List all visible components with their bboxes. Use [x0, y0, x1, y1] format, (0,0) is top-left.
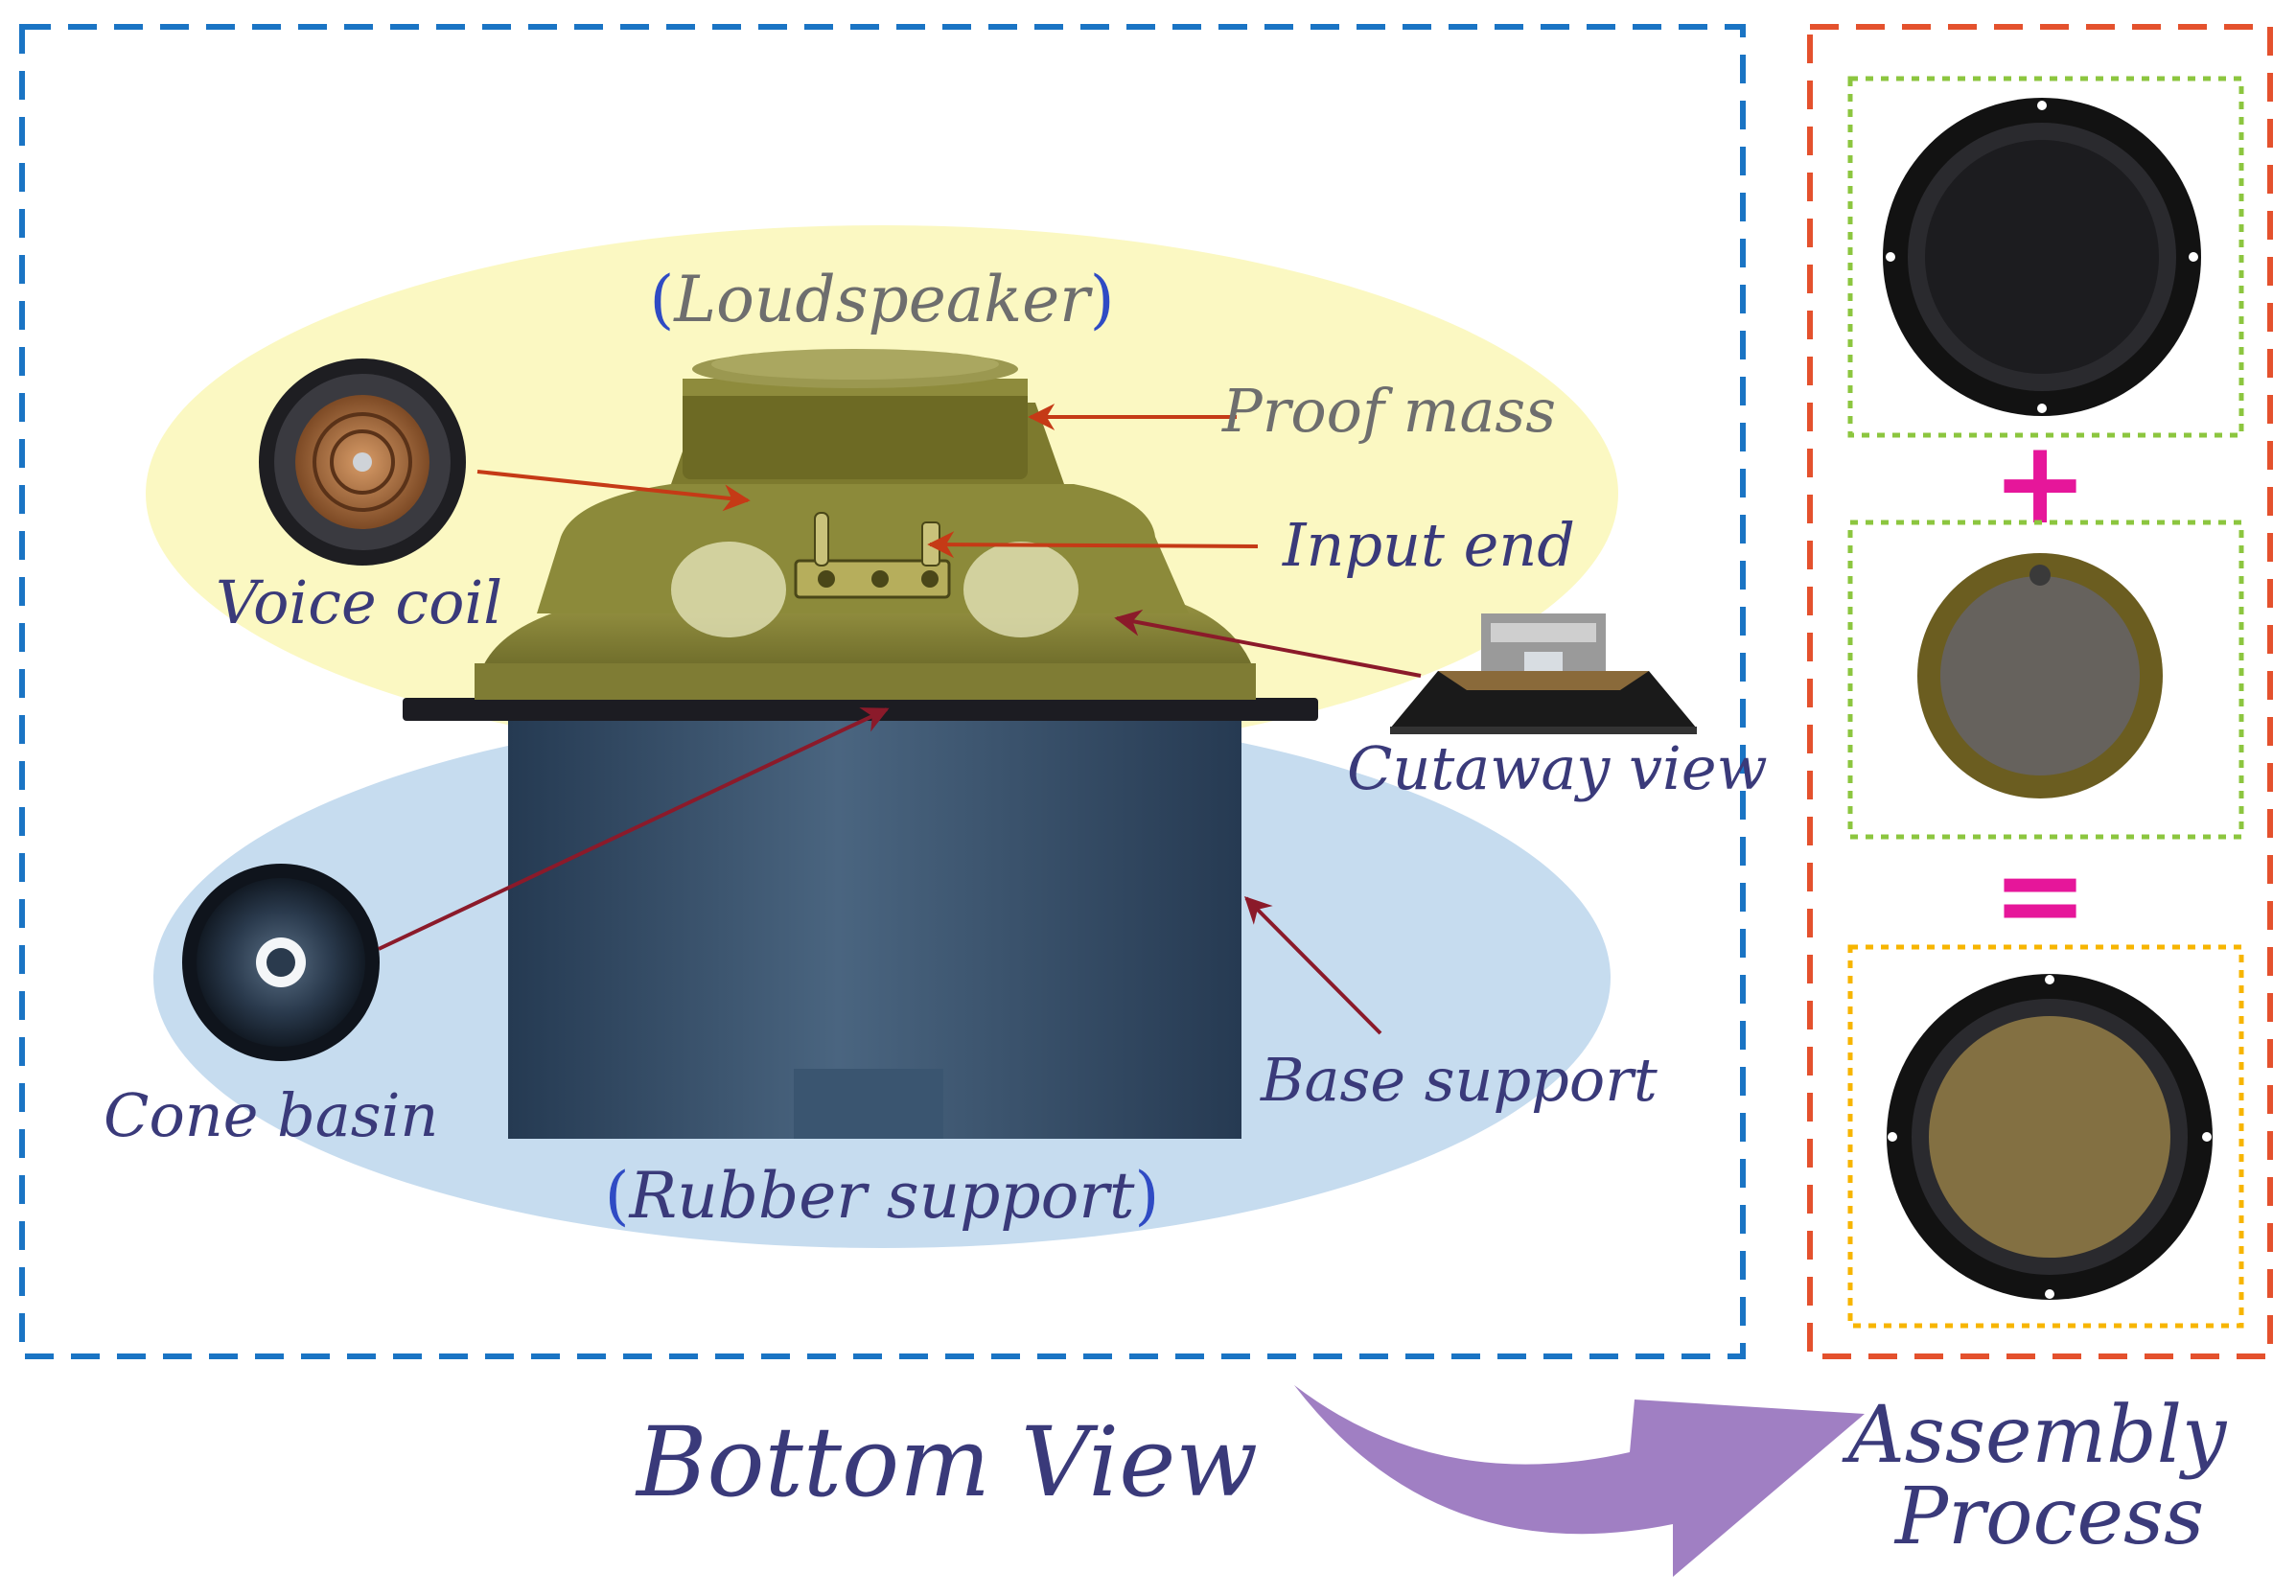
right-dashed-frame	[1807, 24, 2273, 1359]
input-end-label: Input end	[1282, 510, 1575, 580]
cone-basin-label: Cone basin	[104, 1080, 438, 1150]
assembly-process-title: Assembly Process	[1842, 1390, 2252, 1562]
rubber-support-label: (Rubber support)	[605, 1159, 1159, 1233]
input-end-arrow	[927, 531, 1259, 559]
cutaway-arrow	[1114, 609, 1422, 678]
proof-mass-disc-image	[1917, 553, 2163, 798]
bottom-view-title: Bottom View	[635, 1406, 1258, 1518]
cutaway-view-image	[1390, 613, 1697, 734]
loudspeaker-body	[475, 349, 1256, 700]
cutaway-view-label: Cutaway view	[1347, 733, 1768, 803]
cone-basin-image	[182, 864, 380, 1061]
assembly-result-frame	[1847, 944, 2244, 1329]
base-support-label: Base support	[1260, 1045, 1658, 1115]
voice-coil-label: Voice coil	[216, 567, 502, 637]
assembly-step-1-frame	[1847, 76, 2244, 438]
speaker-frame-image	[1883, 98, 2201, 416]
assembled-speaker-image	[1887, 974, 2213, 1300]
voice-coil-image	[259, 359, 466, 566]
base-support	[403, 698, 1318, 1139]
plus-symbol: +	[1992, 417, 2089, 550]
voice-coil-arrow	[476, 470, 751, 512]
cone-basin-arrow	[378, 707, 890, 951]
process-arrow	[1294, 1385, 1865, 1577]
equals-symbol: =	[1992, 829, 2089, 962]
left-dashed-frame	[19, 24, 1746, 1359]
proof-mass-label: Proof mass	[1221, 376, 1556, 446]
loudspeaker-label: (Loudspeaker)	[650, 263, 1115, 336]
base-support-arrow	[1244, 896, 1382, 1035]
